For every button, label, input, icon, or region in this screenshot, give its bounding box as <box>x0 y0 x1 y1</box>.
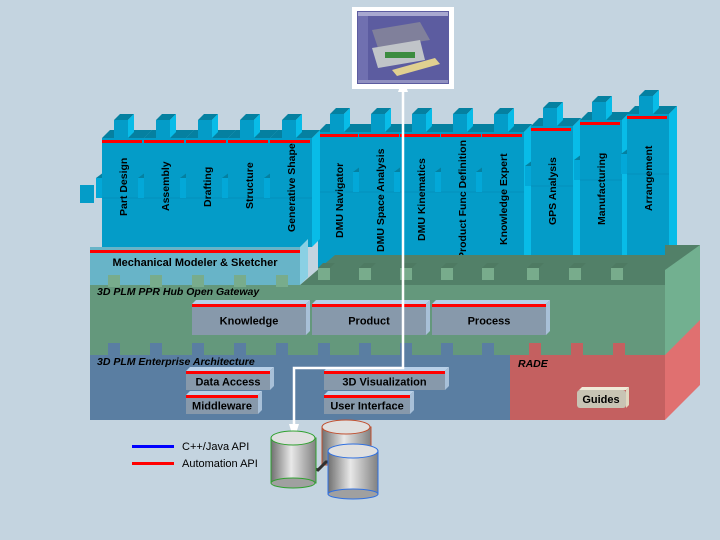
connector-peg <box>150 275 162 287</box>
connector-peg <box>108 275 120 287</box>
connector-peg <box>529 343 541 355</box>
module-label: Data Access <box>195 377 260 389</box>
automation-api-bar <box>359 134 399 137</box>
app-column-label: Part Design <box>118 158 130 216</box>
app-column-gps-analysis[interactable]: GPS Analysis <box>525 102 581 275</box>
connector-peg <box>318 343 330 355</box>
connector-peg <box>611 268 623 280</box>
app-column-arrangement[interactable]: Arrangement <box>621 90 677 275</box>
automation-api-bar <box>531 128 571 131</box>
connector-peg <box>318 268 330 280</box>
enterprise-layer-title: 3D PLM Enterprise Architecture <box>97 356 255 368</box>
automation-api-bar <box>144 140 184 143</box>
module-label: User Interface <box>330 401 403 413</box>
app-columns-left: Part Design Assembly Drafting Structure Gene… <box>80 114 320 247</box>
svg-text:C++/Java API: C++/Java API <box>182 441 249 453</box>
connector-peg <box>234 343 246 355</box>
module-label: Middleware <box>192 401 252 413</box>
legend-item-cpp-java-api: C++/Java API <box>132 441 249 453</box>
connector-peg <box>150 343 162 355</box>
module-user-interface[interactable]: User Interface <box>324 391 414 414</box>
rade-layer-title: RADE <box>518 358 549 370</box>
module-data-access[interactable]: Data Access <box>186 367 274 390</box>
hub-modules: Knowledge Product Process <box>192 300 550 335</box>
app-column-label: Knowledge Expert <box>498 153 510 245</box>
app-column-label: GPS Analysis <box>547 157 559 225</box>
module-label: Knowledge <box>220 316 279 328</box>
connector-peg <box>482 268 494 280</box>
module-label: Process <box>468 316 511 328</box>
svg-text:Guides: Guides <box>582 394 619 406</box>
automation-api-bar <box>324 371 445 374</box>
module-guides[interactable]: Guides <box>577 387 629 408</box>
rade-layer: RADE Guides <box>510 320 700 420</box>
module-product[interactable]: Product <box>312 300 430 335</box>
connector-peg <box>527 268 539 280</box>
app-column-manufacturing[interactable]: Manufacturing <box>574 96 630 275</box>
connector-peg <box>276 343 288 355</box>
app-column-label: DMU Space Analysis <box>375 148 387 252</box>
mechanical-modeler-layer: Mechanical Modeler & Sketcher <box>90 239 308 285</box>
mechanical-modeler-label: Mechanical Modeler & Sketcher <box>112 257 278 269</box>
database-cluster <box>270 419 379 500</box>
module-knowledge[interactable]: Knowledge <box>192 300 310 335</box>
connector-peg <box>441 268 453 280</box>
automation-api-bar <box>580 122 620 125</box>
module-label: 3D Visualization <box>342 377 426 389</box>
app-column-label: Drafting <box>202 167 214 207</box>
app-column-label: Generative Shape <box>286 143 298 232</box>
hub-layer-title: 3D PLM PPR Hub Open Gateway <box>97 286 260 298</box>
application-screenshot-thumbnail[interactable] <box>352 7 454 89</box>
connector-peg <box>441 343 453 355</box>
database-icon <box>327 443 379 500</box>
app-column-label: Arrangement <box>643 145 655 211</box>
legend-item-automation-api: Automation API <box>132 458 258 470</box>
app-column-label: Product Func Definition <box>457 140 469 259</box>
automation-api-bar <box>186 140 226 143</box>
automation-api-bar <box>482 134 522 137</box>
automation-api-bar <box>441 134 481 137</box>
automation-api-bar <box>318 134 358 137</box>
connector-peg <box>192 275 204 287</box>
connector-peg <box>569 268 581 280</box>
automation-api-bar <box>228 140 268 143</box>
module-middleware[interactable]: Middleware <box>186 391 262 414</box>
connector-peg <box>108 343 120 355</box>
module-label: Product <box>348 316 390 328</box>
connector-peg <box>359 343 371 355</box>
connector-peg <box>571 343 583 355</box>
automation-api-bar <box>324 395 410 398</box>
automation-api-bar <box>90 250 300 253</box>
connector-peg <box>482 343 494 355</box>
automation-api-bar <box>627 116 667 119</box>
app-column-knowledge-expert[interactable]: Knowledge Expert <box>476 108 532 275</box>
connector-peg <box>359 268 371 280</box>
automation-api-bar <box>102 140 142 143</box>
automation-api-bar <box>186 371 270 374</box>
app-column-label: Structure <box>244 162 256 209</box>
app-column-generative-shape[interactable]: Generative Shape <box>264 114 320 247</box>
app-column-label: Assembly <box>160 161 172 211</box>
svg-text:Automation API: Automation API <box>182 458 258 470</box>
app-column-label: DMU Navigator <box>334 163 346 238</box>
app-column-label: Manufacturing <box>596 153 608 225</box>
connector-peg <box>234 275 246 287</box>
automation-api-bar <box>432 304 546 307</box>
app-column-label: DMU Kinematics <box>416 158 428 241</box>
legend: C++/Java API Automation API <box>132 441 258 470</box>
module-process[interactable]: Process <box>432 300 550 335</box>
automation-api-bar <box>400 134 440 137</box>
app-columns-right: DMU Navigator DMU Space Analysis DMU Kinem… <box>312 90 677 275</box>
module-3d-visualization[interactable]: 3D Visualization <box>324 367 449 390</box>
connector-peg <box>613 343 625 355</box>
automation-api-bar <box>186 395 258 398</box>
connector-peg <box>276 275 288 287</box>
connector-peg <box>192 343 204 355</box>
automation-api-bar <box>312 304 426 307</box>
automation-api-bar <box>192 304 306 307</box>
automation-api-bar <box>270 140 310 143</box>
database-icon <box>270 430 317 489</box>
